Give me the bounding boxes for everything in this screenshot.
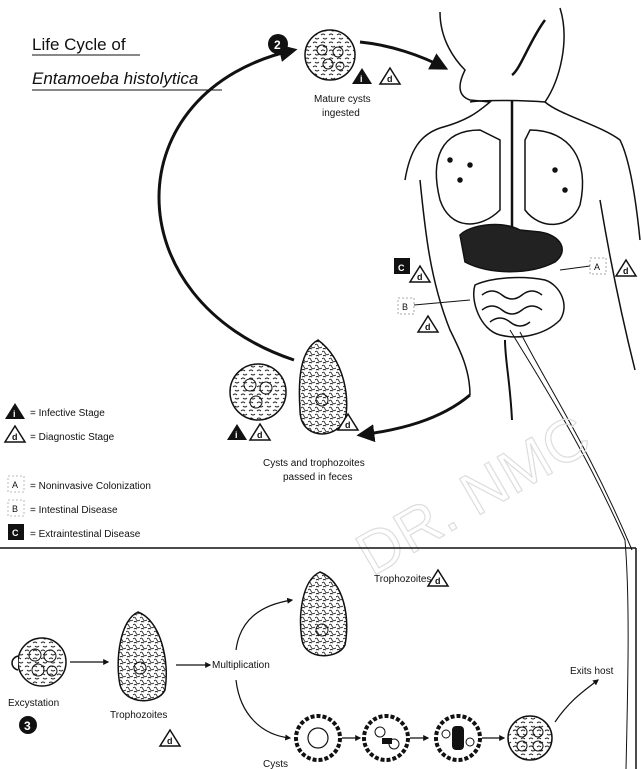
exits-host-label: Exits host <box>570 666 614 677</box>
svg-text:d: d <box>435 576 441 586</box>
legend-infective: i = Infective Stage <box>5 403 105 419</box>
step-2-label-2: ingested <box>322 108 360 119</box>
trophozoites-label: Trophozoites <box>110 710 167 721</box>
svg-text:C: C <box>398 263 405 273</box>
excystation-cyst <box>12 638 66 686</box>
arrow-to-mouth <box>360 42 445 68</box>
marker-A: A d <box>560 258 636 276</box>
svg-text:A: A <box>594 262 600 272</box>
passed-label-1: Cysts and trophozoites <box>263 458 365 469</box>
legend-extraintestinal: C = Extraintestinal Disease <box>8 524 141 540</box>
inset-box: Excystation 3 Trophozoites d Multiplicat… <box>0 548 636 769</box>
svg-text:d: d <box>257 430 263 440</box>
title-line2: Entamoeba histolytica <box>32 69 198 88</box>
arrow-from-body <box>360 395 470 435</box>
marker-B: B d <box>398 298 470 332</box>
svg-text:A: A <box>12 480 18 490</box>
step-2-label-1: Mature cysts <box>314 94 371 105</box>
marker-C: C d <box>394 258 430 282</box>
svg-text:i: i <box>235 430 238 440</box>
svg-text:= Diagnostic Stage: = Diagnostic Stage <box>30 432 115 443</box>
cycle-arrow-left <box>159 50 294 360</box>
legend: i = Infective Stage d = Diagnostic Stage… <box>5 403 151 540</box>
title-line1: Life Cycle of <box>32 35 126 54</box>
passed-cyst <box>230 364 286 420</box>
trophozoite-top <box>301 572 347 656</box>
passed-in-feces: i d d Cysts and trophozoites passed in f… <box>227 340 365 483</box>
svg-text:C: C <box>12 528 19 538</box>
svg-text:B: B <box>402 302 408 312</box>
mature-cyst <box>305 30 355 80</box>
svg-text:d: d <box>417 272 423 282</box>
excystation-label: Excystation <box>8 698 59 709</box>
cyst-stage-2 <box>364 716 408 760</box>
legend-diagnostic: d = Diagnostic Stage <box>5 426 115 443</box>
svg-text:d: d <box>623 266 629 276</box>
svg-text:3: 3 <box>24 719 31 733</box>
cyst-stage-4 <box>508 716 552 760</box>
svg-text:= Intestinal Disease: = Intestinal Disease <box>30 505 118 516</box>
svg-text:B: B <box>12 504 18 514</box>
title: Life Cycle of Entamoeba histolytica <box>32 35 222 90</box>
passed-label-2: passed in feces <box>283 472 353 483</box>
svg-text:d: d <box>167 736 173 746</box>
cyst-stage-1 <box>296 716 340 760</box>
svg-text:d: d <box>387 74 393 84</box>
trophozoites-top-label: Trophozoites <box>374 574 431 585</box>
svg-text:d: d <box>12 432 18 442</box>
step-2: 2 i d Mature cysts ingested <box>268 30 400 119</box>
svg-text:i: i <box>13 409 16 419</box>
trophozoite <box>118 612 166 701</box>
svg-text:= Noninvasive Colonization: = Noninvasive Colonization <box>30 481 151 492</box>
svg-text:d: d <box>425 322 431 332</box>
legend-intestinal: B = Intestinal Disease <box>8 500 118 516</box>
svg-text:d: d <box>345 420 351 430</box>
passed-trophozoite <box>299 340 346 434</box>
cyst-stage-3 <box>436 716 480 760</box>
svg-text:i: i <box>360 74 363 84</box>
svg-text:= Extraintestinal Disease: = Extraintestinal Disease <box>30 529 141 540</box>
svg-text:= Infective Stage: = Infective Stage <box>30 408 105 419</box>
cysts-label: Cysts <box>263 759 288 769</box>
legend-noninvasive: A = Noninvasive Colonization <box>8 476 151 492</box>
human-body <box>405 8 640 769</box>
svg-text:2: 2 <box>274 38 281 52</box>
multiplication-label: Multiplication <box>212 660 270 671</box>
